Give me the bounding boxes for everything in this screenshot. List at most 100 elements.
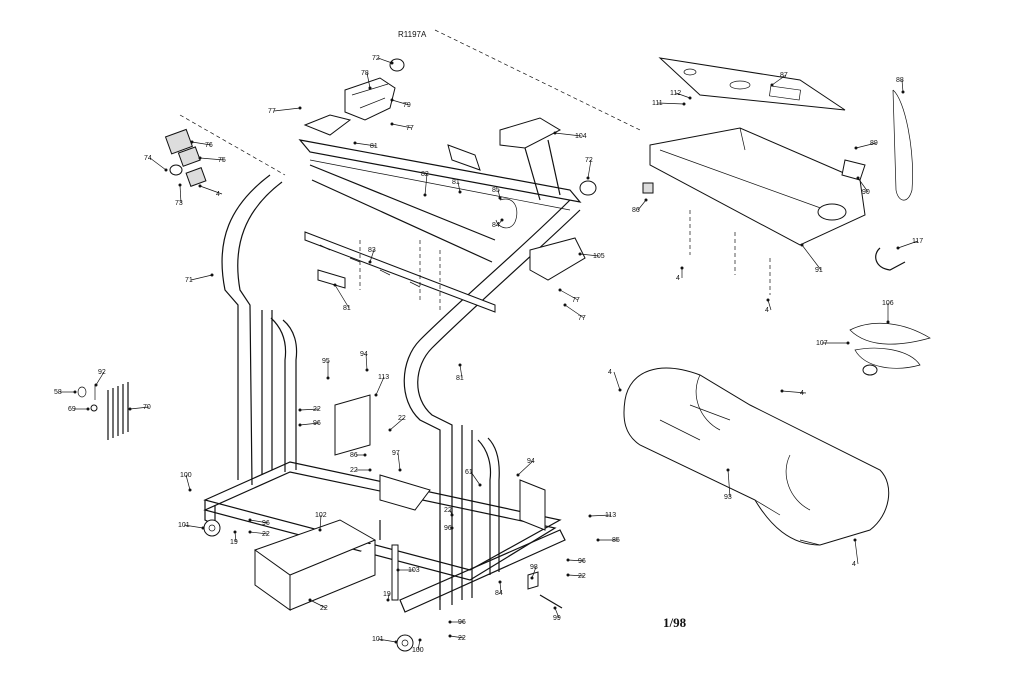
callout-19: 19 [230,539,238,546]
cable-88 [892,89,913,201]
callout-85: 85 [612,537,620,544]
plate-97 [379,474,431,511]
motor-hood-93 [623,367,890,546]
leader-line [249,531,269,535]
wire-84 [495,198,518,229]
leader-dot [846,341,850,345]
callout-117: 117 [912,238,923,245]
callout-22: 22 [350,467,358,474]
console-base-91 [649,127,866,246]
leader-dot [178,183,182,187]
leader-dot [353,141,357,145]
leader-dot [450,526,454,530]
leader-dot [886,320,890,324]
console-assembly [642,57,913,271]
leader-line [499,581,502,594]
callout-70: 70 [143,404,151,411]
callout-96: 96 [578,558,586,565]
leader-dot [248,518,252,522]
callout-4: 4 [216,191,220,198]
callout-105: 105 [593,253,605,260]
leader-line [249,519,269,524]
callout-101: 101 [178,522,190,529]
callout-77: 77 [578,315,586,322]
leader-line [299,422,320,426]
leader-dot [298,408,302,412]
leader-dot [780,389,784,393]
belt-107 [854,347,921,369]
leader-dot [516,473,520,477]
leader-line [567,574,585,577]
pin-99 [539,594,563,609]
leader-line [855,142,877,149]
leader-dot [94,383,98,387]
callout-112: 112 [670,90,681,97]
callout-79: 79 [403,102,411,109]
leader-dot [423,193,427,197]
leader-line [801,244,822,271]
leader-dot [854,146,858,150]
leader-dot [333,283,337,287]
leader-line [424,173,428,196]
leader-line [564,304,585,319]
reference-code: R1197A [398,30,427,39]
leader-line [857,177,869,193]
dashed-locators [359,210,771,310]
leader-line [771,74,787,86]
leader-dot [498,196,502,200]
leader-line [417,639,421,651]
callout-4: 4 [676,275,680,282]
leader-dot [498,580,502,584]
leader-dot [726,468,730,472]
leader-line [179,184,182,204]
leader-dot [390,98,394,102]
leader-dot [896,246,900,250]
leader-line [234,531,237,543]
shock-103 [391,544,399,601]
leader-line [309,599,327,609]
leader-dot [198,184,202,188]
callout-4: 4 [608,369,612,376]
callout-100: 100 [180,472,192,479]
leader-dot [298,106,302,110]
dashed-guide-left [179,114,286,176]
leader-dot [478,483,482,487]
callout-106: 106 [882,300,894,307]
callout-82: 82 [421,171,429,178]
left-handle-parts [164,128,207,187]
overlay-87 [658,57,846,111]
callout-113: 113 [605,512,616,519]
bracket-113-left [334,394,371,456]
callout-94: 94 [360,351,368,358]
leader-line [95,371,105,386]
leader-line [901,79,904,93]
leader-line [365,353,368,371]
leader-dot [566,558,570,562]
callout-22: 22 [458,635,466,642]
leader-dot [618,388,622,392]
callout-100: 100 [412,647,424,654]
callout-96: 96 [313,420,321,427]
callout-77: 77 [572,297,580,304]
leader-dot [800,243,804,247]
callout-107: 107 [816,340,828,347]
loose-hardware [77,382,129,440]
leader-line [190,274,213,281]
leader-line [191,141,212,146]
leader-line [587,159,592,179]
leader-line [470,471,481,486]
leader-line [397,452,401,471]
leader-dot [553,131,557,135]
leader-dot [680,266,684,270]
leader-dot [326,376,330,380]
leader-line [517,460,534,476]
callout-22: 22 [578,573,586,580]
leader-line [377,638,397,643]
belt-106 [849,322,931,345]
leader-line [559,289,579,301]
bracket-90 [841,159,866,181]
callout-89: 89 [870,140,878,147]
bracket-105 [529,237,586,281]
leader-line [589,514,612,517]
leader-line [391,99,410,106]
